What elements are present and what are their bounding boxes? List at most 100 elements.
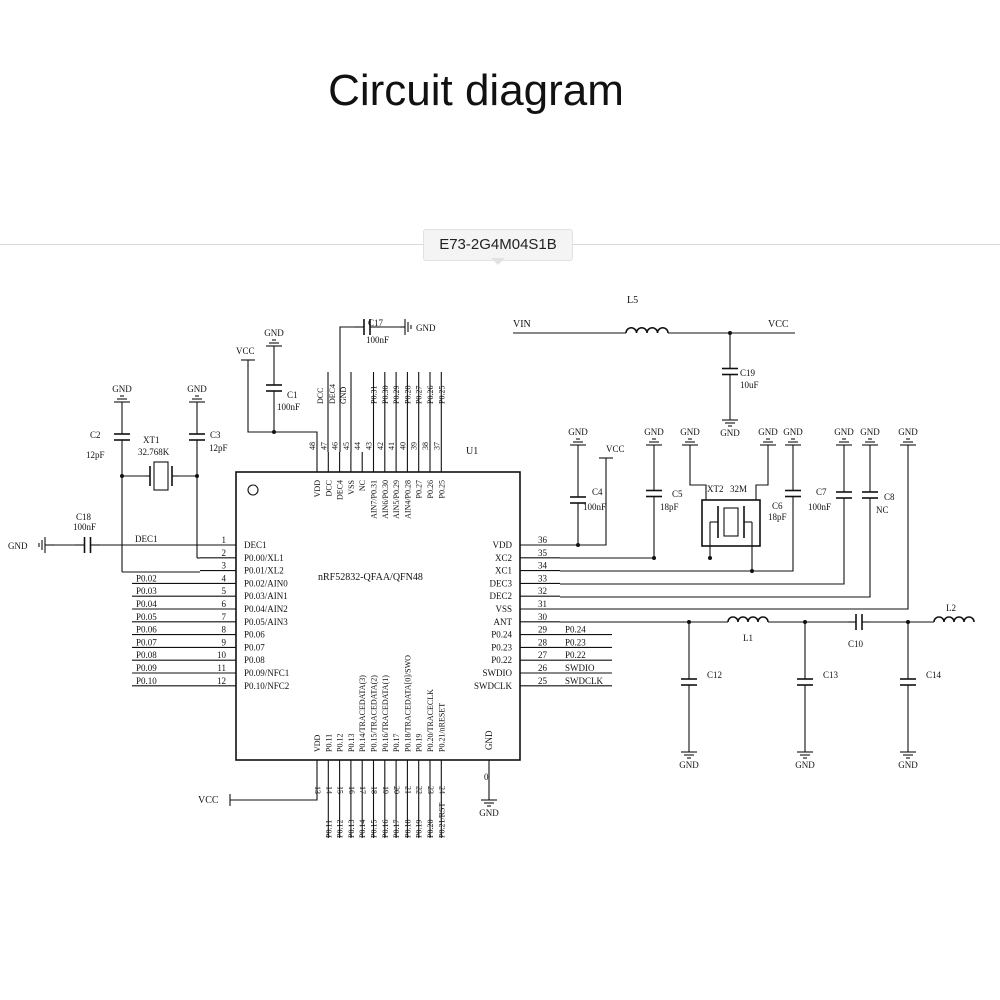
gnd-symbol: GND [834,427,854,455]
gnd-label: GND [783,427,803,437]
net-label: P0.16 [381,820,390,838]
c10-ref: C10 [848,639,864,649]
wire [689,455,707,500]
net-label: P0.12 [336,820,345,838]
pin-name: P0.00/XL1 [244,553,284,563]
gnd-label: GND [720,428,740,438]
inductor-coil [933,616,975,623]
chip-body [235,471,521,761]
junction-dot [195,474,199,478]
net-label: P0.06 [136,625,157,635]
pin-number: 4 [222,573,227,583]
net-label: P0.08 [136,650,157,660]
c3-ref: C3 [210,430,221,440]
net-label: P0.26 [426,386,435,404]
pin-number: 39 [410,442,419,450]
pin-name: VSS [347,480,356,495]
net-label: P0.24 [565,625,586,635]
c2-ref: C2 [90,430,101,440]
pin-number: 47 [319,442,328,450]
pin-number: 0 [484,772,489,782]
capacitor-c17 [354,319,380,335]
vcc-label: VCC [768,319,789,330]
net-label: P0.03 [136,586,157,596]
gnd-label: GND [264,328,284,338]
pin-name: P0.13 [347,734,356,752]
gnd-label: GND [479,808,499,818]
capacitor-c18 [75,537,100,553]
chip-part-number: nRF52832-QFAA/QFN48 [318,572,423,583]
gnd-symbol: GND [400,319,436,335]
pin-number: 34 [538,561,548,571]
wire-dec2 [560,535,871,598]
pin-number: 44 [353,442,362,450]
capacitor-c6 [785,455,801,532]
pin-name: AIN5/P0.29 [392,480,401,519]
pin-name: DEC4 [336,480,345,500]
capacitor-c8 [862,455,878,535]
gnd-symbol: GND [644,427,664,455]
pin-name: P0.25 [437,480,446,498]
xt2-value: 32M [730,484,747,494]
chip-ref: U1 [466,446,478,457]
pin-number: 12 [217,676,226,686]
net-label: SWDCLK [565,676,604,686]
pin-number: 27 [538,650,548,660]
pin-number: 42 [376,442,385,450]
pin-name: VDD [313,480,322,498]
c6-ref: C6 [772,501,783,511]
c19-value: 10uF [740,380,759,390]
c7-ref: C7 [816,487,827,497]
pin-name: P0.10/NFC2 [244,681,289,691]
pin-number: 33 [538,573,548,583]
vcc-label: VCC [236,346,255,356]
pin-name: P0.01/XL2 [244,566,284,576]
l5-ref: L5 [627,295,638,306]
net-label: P0.21/RST [437,803,446,838]
pin-name: P0.07 [244,642,265,652]
pin-number: 31 [538,599,547,609]
c2-value: 12pF [86,450,105,460]
capacitor-c2 [114,412,130,462]
net-label: P0.07 [136,637,157,647]
gnd-symbol: GND [758,427,778,455]
crystal-element [723,507,739,537]
pin-name: ANT [494,617,513,627]
inductor-l5 [625,327,669,334]
gnd-symbol: GND [679,742,699,770]
pin-name: P0.15/TRACEDATA(2) [370,675,379,752]
pin-name: DCC [324,480,333,496]
net-label: P0.11 [324,820,333,838]
pin-name: P0.08 [244,655,265,665]
pin-number: 36 [538,535,548,545]
module-tag-pointer [491,258,505,265]
net-label: P0.28 [403,386,412,404]
c5-ref: C5 [672,489,683,499]
gnd-symbol: GND [898,427,918,455]
pin-name: AIN4/P0.28 [403,480,412,519]
net-label: P0.30 [381,386,390,404]
inductor-coil [625,327,669,334]
gnd-label: GND [679,760,699,770]
net-label: P0.02 [136,573,157,583]
net-label: P0.29 [392,386,401,404]
crystal-body [153,461,169,491]
pin-number: 3 [222,561,227,571]
c1-ref: C1 [287,390,298,400]
capacitor-c1 [266,356,282,420]
gnd-symbol: GND [898,742,918,770]
inductor-l1 [727,616,769,623]
pin-number: 5 [222,586,227,596]
pin-name: P0.16/TRACEDATA(1) [381,675,390,752]
c17-ref: C17 [368,318,384,328]
pin1-marker [247,484,259,496]
net-label: P0.18 [403,820,412,838]
junction-dot [750,569,754,573]
gnd-symbol: GND [720,410,740,438]
capacitor-c19 [722,333,738,410]
xt1-value: 32.768K [138,447,170,457]
gnd-symbol: GND [783,427,803,455]
